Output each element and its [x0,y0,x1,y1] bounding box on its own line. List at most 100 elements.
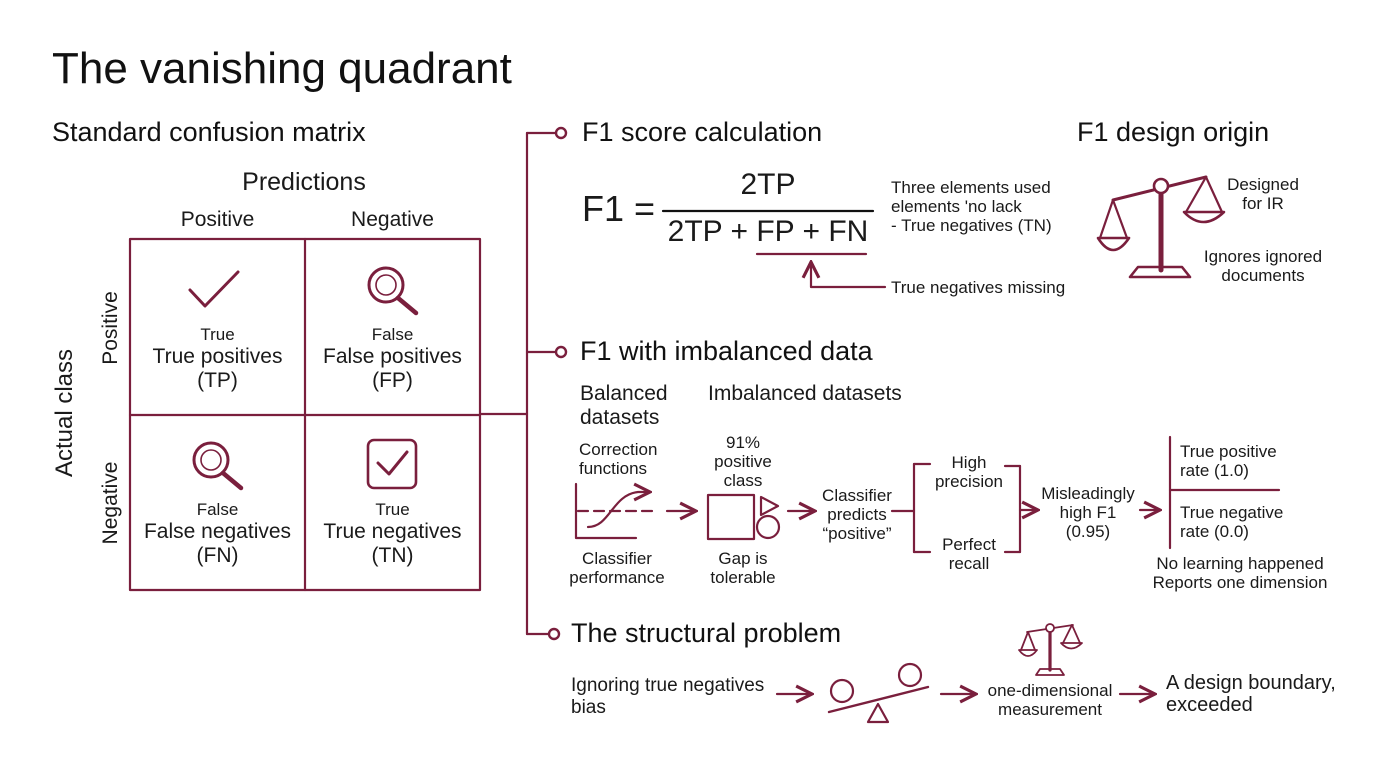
conclusion-label: No learning happened Reports one dimensi… [1150,554,1330,592]
cell-fp-abbr: (FP) [372,369,413,392]
positive-class-line: 91% [725,433,761,452]
tpr-line: rate (1.0) [1180,461,1249,480]
classifier-predicts-label: Classifier predicts “positive” [812,486,902,543]
ignores-line: Ignores ignored [1203,247,1323,266]
cell-tn-abbr: (TN) [371,544,414,567]
ignoring-bias-label: Ignoring true negatives bias [571,675,764,719]
cell-tn-small: True [375,500,410,519]
predicts-line: predicts [827,505,887,524]
misleading-line: Misleadingly [1041,484,1135,503]
tnr-line: rate (0.0) [1180,522,1249,541]
cell-fp-name: False positives [323,345,462,368]
f1-lhs: F1 = [582,188,656,229]
f1-origin-heading: F1 design origin [1077,117,1270,147]
perf-line: Classifier [582,549,652,568]
f1-note-line: Three elements used [891,178,1051,197]
classifier-performance-label: Classifier performance [562,549,672,587]
imbalanced-heading: F1 with imbalanced data [580,336,873,366]
f1-denominator: 2TP + FP + FN [667,215,869,248]
tnr-line: True negative [1180,503,1284,522]
positive-class-line: class [723,471,763,490]
performance-chart-icon [574,484,659,540]
precision-line: precision [934,472,1004,491]
checkbox-icon [366,438,418,490]
cell-fn-name: False negatives [143,520,292,543]
f1-note-line: elements 'no lack [891,197,1022,216]
structural-heading: The structural problem [571,618,842,648]
one-dim-line: one-dimensional [987,681,1113,700]
balanced-line: Balanced [580,382,668,405]
cell-tp-small: True [200,325,235,344]
f1-numerator: 2TP [740,168,796,201]
designed-for-ir-label: Designed for IR [1213,175,1313,213]
correction-functions-label: Correction functions [579,440,657,478]
designed-line: Designed [1227,175,1299,194]
predicts-line: “positive” [822,524,892,543]
misleading-line: high F1 [1059,503,1117,522]
bias-line: Ignoring true negatives [571,675,765,696]
matrix-heading: Standard confusion matrix [52,117,366,147]
f1-calc-heading: F1 score calculation [582,117,823,147]
cell-false-negatives: False False negatives (FN) [130,500,305,568]
recall-line: Perfect [942,535,996,554]
true-negatives-missing-label: True negatives missing [891,278,1066,297]
misleading-line: (0.95) [1065,522,1111,541]
section-connector [478,126,568,641]
branch-bracket [890,462,932,554]
magnifier-icon [367,266,419,316]
tpr-line: True positive [1180,442,1277,461]
positive-class-label: 91% positive class [703,433,783,490]
true-positive-rate-label: True positive rate (1.0) [1180,442,1277,480]
missing-pointer-arrow [811,262,887,289]
magnifier-icon [192,441,244,491]
col-negative-label: Negative [351,208,434,231]
correction-line: functions [579,459,648,478]
cell-fn-small: False [196,500,239,519]
balanced-datasets-label: Balanced datasets [580,382,668,430]
cell-false-positives: False False positives (FP) [305,325,480,393]
cell-tn-name: True negatives [323,520,462,543]
true-negative-rate-label: True negative rate (0.0) [1180,503,1283,541]
precision-line: High [951,453,987,472]
gap-line: tolerable [710,568,776,587]
designed-line: for IR [1242,194,1284,213]
boundary-line: exceeded [1166,694,1253,716]
recall-line: recall [948,554,990,573]
seesaw-icon [827,662,930,724]
misleading-f1-label: Misleadingly high F1 (0.95) [1036,484,1140,541]
cell-true-negatives: True True negatives (TN) [305,500,480,568]
scales-icon [1018,623,1083,676]
cell-fn-abbr: (FN) [196,544,239,567]
f1-note: Three elements used elements 'no lack - … [891,178,1052,235]
col-positive-label: Positive [180,208,255,231]
bias-line: bias [571,697,606,718]
gap-line: Gap is [718,549,768,568]
f1-note-line: - True negatives (TN) [891,216,1052,235]
page-title: The vanishing quadrant [52,44,512,93]
scales-icon [1096,175,1226,279]
conclusion-line: Reports one dimension [1152,573,1328,592]
predictions-label: Predictions [242,168,366,196]
balanced-line: datasets [580,406,660,429]
positive-class-line: positive [714,452,772,471]
imbalanced-datasets-label: Imbalanced datasets [708,382,902,405]
cell-tp-name: True positives [152,345,283,368]
design-boundary-label: A design boundary, exceeded [1166,672,1336,716]
one-dimensional-label: one-dimensional measurement [985,681,1115,719]
ignores-line: documents [1221,266,1305,285]
merge-bracket [1003,464,1022,554]
predicts-line: Classifier [822,486,892,505]
correction-line: Correction [579,440,658,459]
high-precision-label: High precision [924,453,1014,491]
cell-tp-abbr: (TP) [197,369,238,392]
rate-divider [1168,435,1281,550]
cell-fp-small: False [371,325,414,344]
dataset-shapes-icon [706,493,781,541]
cell-true-positives: True True positives (TP) [130,325,305,393]
one-dim-line: measurement [998,700,1102,719]
ignores-documents-label: Ignores ignored documents [1198,247,1328,285]
perfect-recall-label: Perfect recall [924,535,1014,573]
conclusion-line: No learning happened [1156,554,1324,573]
perf-line: performance [569,568,665,587]
boundary-line: A design boundary, [1166,672,1336,694]
